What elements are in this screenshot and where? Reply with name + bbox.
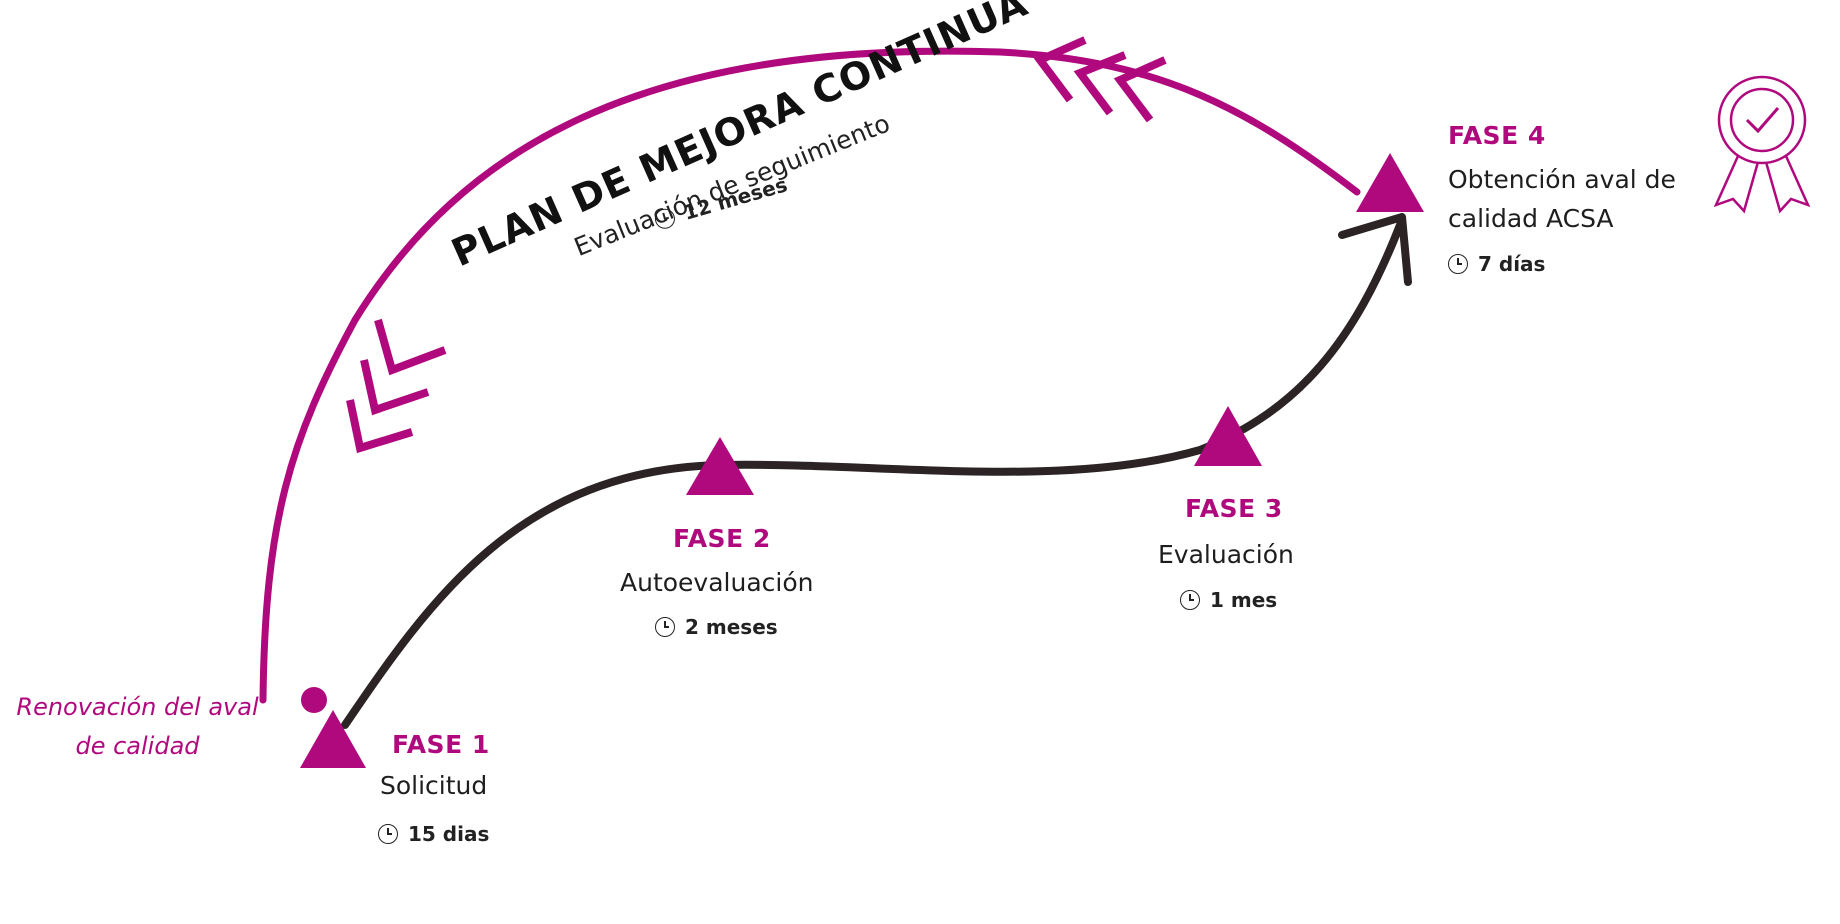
clock-icon: [378, 824, 398, 844]
phase-3-description: Evaluación: [1158, 540, 1294, 569]
loop-chevrons-top: [1033, 36, 1167, 123]
phase-3-title: FASE 3: [1185, 494, 1283, 523]
phase-4-title: FASE 4: [1448, 121, 1546, 150]
clock-icon: [652, 206, 678, 232]
progression-path: [341, 221, 1404, 729]
phase-4-duration: 7 días: [1448, 252, 1545, 276]
renewal-label: Renovación del aval de calidad: [15, 688, 260, 766]
phase-2-duration-text: 2 meses: [685, 615, 778, 639]
phase-3-duration-text: 1 mes: [1210, 588, 1278, 612]
clock-icon: [655, 617, 675, 637]
progression-arrow-head: [1338, 213, 1412, 286]
phase-2-title: FASE 2: [673, 524, 771, 553]
phase-4-marker: [1356, 153, 1424, 212]
phase-1-description: Solicitud: [380, 771, 488, 800]
renewal-label-line2: de calidad: [75, 732, 200, 760]
clock-icon: [1448, 254, 1468, 274]
phase-4-description-line1: Obtención aval de: [1448, 165, 1676, 194]
renewal-label-line1: Renovación del aval: [16, 693, 259, 721]
phase-1-marker: [300, 710, 366, 768]
phase-2-description: Autoevaluación: [620, 568, 814, 597]
phase-1-duration-text: 15 dias: [408, 822, 490, 846]
phase-1-title: FASE 1: [392, 730, 490, 759]
phase-2-marker: [686, 437, 754, 495]
renewal-dot: [301, 687, 327, 713]
phase-1-duration: 15 dias: [378, 822, 489, 846]
award-ribbon-icon: [1713, 75, 1811, 214]
phase-3-duration: 1 mes: [1180, 588, 1277, 612]
phase-4-duration-text: 7 días: [1478, 252, 1546, 276]
phase-4-description-line2: calidad ACSA: [1448, 204, 1614, 233]
loop-chevrons-left: [346, 318, 447, 454]
phase-2-duration: 2 meses: [655, 615, 778, 639]
improvement-loop-path: [259, 47, 1361, 704]
clock-icon: [1180, 590, 1200, 610]
phase-3-marker: [1194, 406, 1262, 466]
